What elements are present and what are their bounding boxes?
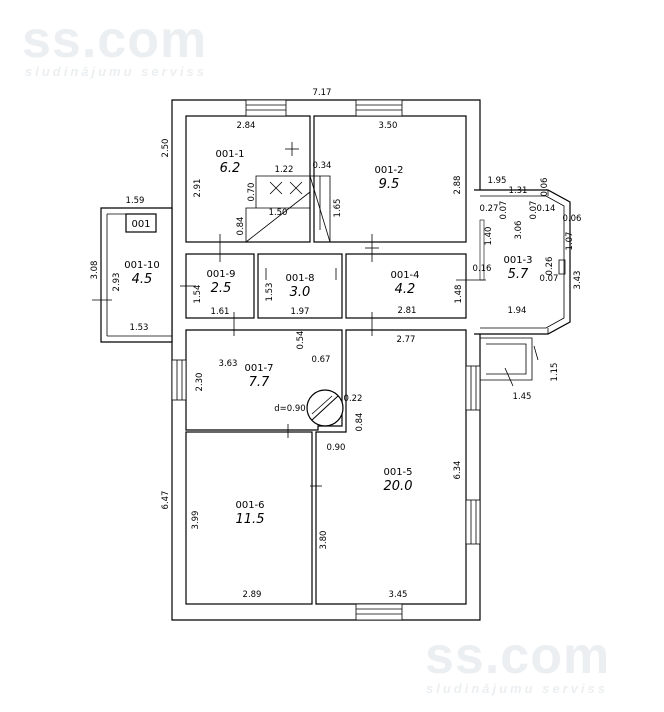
room-area: 3.0 [290, 285, 311, 300]
cross-mark-icon [269, 181, 303, 195]
room-001-6-wall [185, 431, 313, 605]
dimension-label: 3.08 [90, 261, 100, 280]
room-id: 001-4 [390, 270, 419, 281]
dimension-label: 2.93 [112, 273, 122, 292]
dimension-label: d=0.90 [274, 404, 305, 414]
dimension-label: 0.26 [545, 257, 555, 276]
door-markers [92, 142, 539, 487]
dimension-label: 0.84 [355, 413, 365, 432]
dimension-label: 1.97 [291, 307, 310, 317]
dimension-label: 0.14 [537, 204, 556, 214]
dimension-label: 2.84 [237, 121, 256, 131]
dimension-label: 1.40 [484, 227, 494, 246]
watermark-logo-bottom: ss.com [425, 627, 611, 685]
windows [171, 99, 485, 621]
room-id: 001-7 [244, 363, 273, 374]
staircase [245, 175, 331, 243]
room-area: 4.2 [395, 282, 416, 297]
room-area: 2.5 [211, 281, 232, 296]
dimension-label: 0.06 [563, 214, 582, 224]
dimension-label: 1.45 [513, 392, 532, 402]
room-id: 001-1 [215, 149, 244, 160]
room-001-4-wall [345, 253, 467, 319]
room-id: 001-9 [206, 269, 235, 280]
dimension-label: 1.59 [126, 196, 145, 206]
dimension-label: 2.77 [397, 335, 416, 345]
room-id: 001-2 [374, 165, 403, 176]
room-id: 001-8 [285, 273, 314, 284]
dimension-label: 3.99 [191, 511, 201, 530]
dimension-label: 0.27 [480, 204, 499, 214]
dimension-label: 7.17 [313, 88, 332, 98]
dimension-label: 1.94 [508, 306, 527, 316]
dimension-label: 3.45 [389, 590, 408, 600]
dimension-label: 0.54 [296, 331, 306, 350]
room-id: 001-5 [383, 467, 412, 478]
room-001-8-wall [257, 253, 343, 319]
dimension-label: 3.43 [573, 271, 583, 290]
room-area: 20.0 [384, 479, 413, 494]
dimension-label: 1.07 [565, 232, 575, 251]
dimension-label: 0.70 [247, 183, 257, 202]
dimension-label: 1.54 [193, 285, 203, 304]
dimension-label: 2.88 [453, 176, 463, 195]
dimension-label: 0.06 [540, 178, 550, 197]
dimension-label: 0.34 [313, 161, 332, 171]
dimension-label: 1.53 [130, 323, 149, 333]
dimension-label: 3.80 [319, 531, 329, 550]
dimension-label: 6.34 [453, 461, 463, 480]
dimension-label: 0.90 [327, 443, 346, 453]
room-area: 4.5 [132, 272, 153, 287]
dimension-label: 1.31 [509, 186, 528, 196]
room-area: 7.7 [249, 375, 270, 390]
dimension-label: 6.47 [161, 491, 171, 510]
dimension-label: 0.67 [312, 355, 331, 365]
plan-label-box [125, 213, 157, 233]
dimension-label: 0.07 [540, 274, 559, 284]
watermark-tagline-top: sludinājumu serviss [25, 64, 207, 79]
dimension-label: 1.48 [454, 285, 464, 304]
room-area: 5.7 [508, 267, 529, 282]
dimension-label: 1.95 [488, 176, 507, 186]
plan-label: 001 [131, 219, 150, 230]
room-area: 9.5 [379, 177, 400, 192]
dimension-label: 2.30 [195, 373, 205, 392]
dimension-label: 1.65 [333, 199, 343, 218]
dimension-label: 0.84 [236, 217, 246, 236]
dimension-label: 1.53 [265, 283, 275, 302]
dimension-label: 2.81 [398, 306, 417, 316]
room-id: 001-10 [124, 260, 159, 271]
chimney-icon [306, 389, 344, 427]
room-labels: 001-1 6.2 001-2 9.5 001-3 5.7 001-4 4.2 … [124, 149, 532, 527]
dimension-label: 3.06 [514, 221, 524, 240]
dimension-label: 0.22 [344, 394, 363, 404]
watermark-logo-top: ss.com [22, 11, 208, 69]
room-area: 6.2 [220, 161, 241, 176]
room-id: 001-3 [503, 255, 532, 266]
watermark-tagline-bottom: sludinājumu serviss [426, 681, 608, 696]
dimension-label: 3.63 [219, 359, 238, 369]
dimension-label: 1.22 [275, 165, 294, 175]
dimension-label: 1.50 [269, 208, 288, 218]
room-001-7-wall [185, 329, 343, 431]
dimension-label: 0.07 [529, 201, 539, 220]
dimension-labels: 7.17 2.50 6.47 2.84 2.91 1.22 0.34 0.70 … [90, 88, 583, 600]
dimension-label: 0.16 [473, 264, 492, 274]
dimension-label: 2.89 [243, 590, 262, 600]
room-area: 11.5 [236, 512, 265, 527]
room-id: 001-6 [235, 500, 264, 511]
dimension-label: 1.61 [211, 307, 230, 317]
dimension-label: 1.15 [550, 363, 560, 382]
dimension-label: 0.07 [499, 201, 509, 220]
dimension-label: 3.50 [379, 121, 398, 131]
dimension-label: 2.91 [193, 179, 203, 198]
dimension-label: 2.50 [161, 139, 171, 158]
room-001-5-wall [315, 329, 467, 605]
